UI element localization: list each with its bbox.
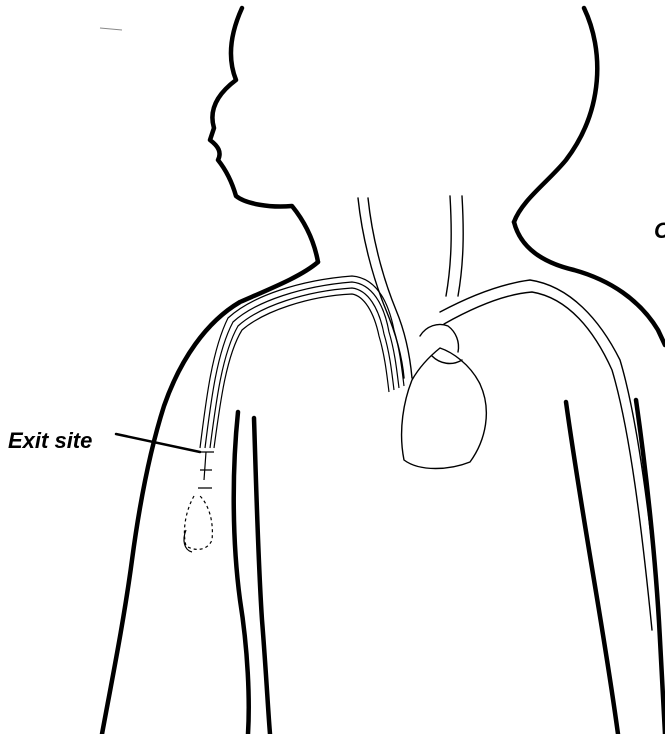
right-subclavian-vessel: [440, 280, 660, 620]
carotid-vessel-right: [446, 196, 451, 296]
catheter-reservoir: [184, 496, 212, 549]
jugular-vessel-left-2: [368, 198, 412, 378]
catheter-tail: [184, 530, 192, 552]
heart-vessels: [420, 324, 462, 363]
clipped-label-fragment: C: [654, 220, 665, 242]
head-outline: [210, 8, 318, 262]
right-subclavian-vessel-2: [444, 292, 652, 630]
right-shoulder-outline: [514, 222, 665, 345]
right-torso-outline: [566, 402, 618, 734]
head-back-outline: [514, 8, 597, 222]
left-arm-inner-outline: [234, 412, 249, 734]
catheter-line-4: [214, 294, 389, 448]
background-smudge: [100, 28, 122, 30]
exit-site-hub: [198, 452, 214, 488]
jugular-vessel-left: [358, 198, 404, 378]
carotid-vessel-right-2: [458, 196, 463, 296]
left-torso-outline: [254, 418, 270, 734]
exit-site-pointer: [116, 434, 200, 452]
heart-shape: [402, 348, 487, 469]
exit-site-label: Exit site: [8, 430, 92, 452]
right-arm-outline: [636, 400, 665, 734]
left-shoulder-outline: [102, 262, 318, 734]
